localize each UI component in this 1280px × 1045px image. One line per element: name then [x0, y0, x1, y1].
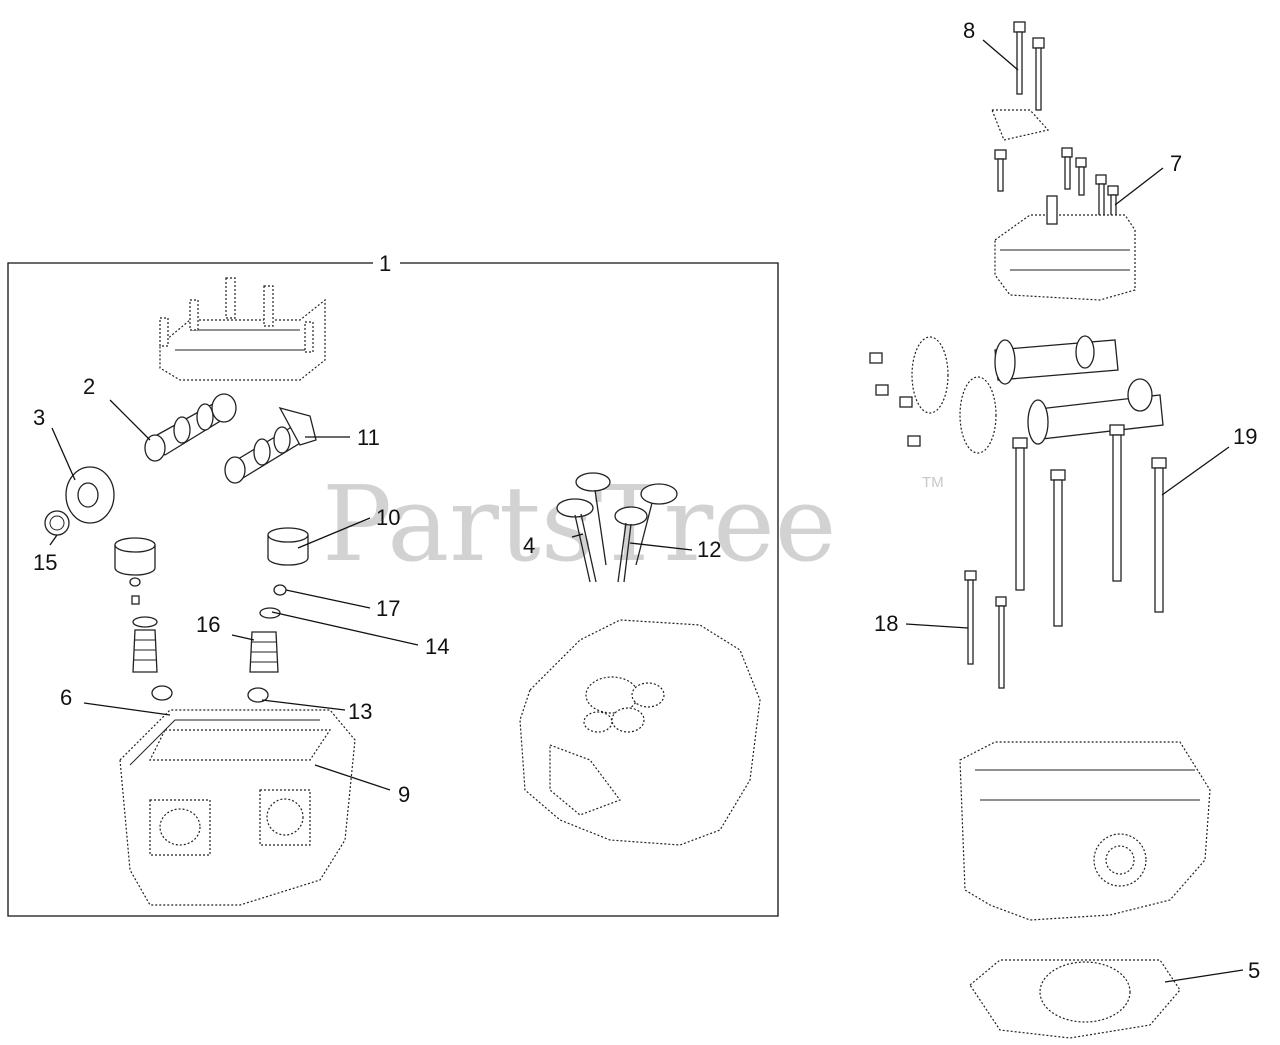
callout-14: 14 — [425, 634, 449, 659]
callout-numbers: 1 2 3 4 5 6 7 8 9 10 11 12 13 14 15 16 1… — [33, 18, 1260, 983]
callout-7: 7 — [1170, 151, 1182, 176]
leader-lines — [49, 39, 1244, 983]
callout-2: 2 — [83, 374, 95, 399]
cylinder-head-kit-frame — [7, 262, 779, 917]
callout-8: 8 — [963, 18, 975, 43]
callout-5: 5 — [1248, 958, 1260, 983]
callout-19: 19 — [1233, 424, 1257, 449]
long-bolts-19-drawing — [1012, 424, 1167, 627]
camshaft-11-drawing — [224, 406, 317, 484]
valve-keepers-retainers-springs-right-drawing — [247, 584, 287, 703]
bolts-18-drawing — [964, 570, 1007, 689]
head-bolts-8-drawing — [1013, 21, 1045, 111]
bracket-drawing — [991, 109, 1050, 141]
camshaft-2-drawing — [144, 393, 237, 462]
snap-ring-15-drawing — [44, 510, 70, 536]
callout-18: 18 — [874, 611, 898, 636]
cylinder-head-right-drawing — [959, 741, 1211, 921]
callout-9: 9 — [398, 782, 410, 807]
callout-4: 4 — [523, 533, 535, 558]
callout-6: 6 — [60, 685, 72, 710]
camshafts-right-drawing — [994, 335, 1164, 445]
watermark-trademark: TM — [922, 474, 944, 491]
cam-caps-assembly-drawing — [159, 277, 326, 381]
bucket-tappets-drawing — [114, 527, 309, 576]
callout-12: 12 — [697, 537, 721, 562]
cylinder-head-left-drawing — [119, 709, 356, 906]
callout-16: 16 — [196, 612, 220, 637]
cylinder-head-center-drawing — [519, 619, 761, 846]
callout-15: 15 — [33, 550, 57, 575]
sprockets-drawing — [911, 336, 997, 454]
valves-drawing — [556, 472, 678, 583]
small-bolts-drawing — [869, 352, 921, 447]
cam-sprocket-3-drawing — [65, 466, 115, 524]
callout-10: 10 — [376, 505, 400, 530]
callout-13: 13 — [348, 699, 372, 724]
callout-3: 3 — [33, 405, 45, 430]
callout-11: 11 — [357, 425, 380, 450]
head-gasket-5-drawing — [969, 959, 1181, 1039]
callout-1: 1 — [379, 251, 391, 276]
cam-caps-right-drawing — [994, 195, 1136, 301]
valve-keepers-retainers-springs-left-drawing — [129, 577, 173, 701]
callout-17: 17 — [376, 596, 400, 621]
